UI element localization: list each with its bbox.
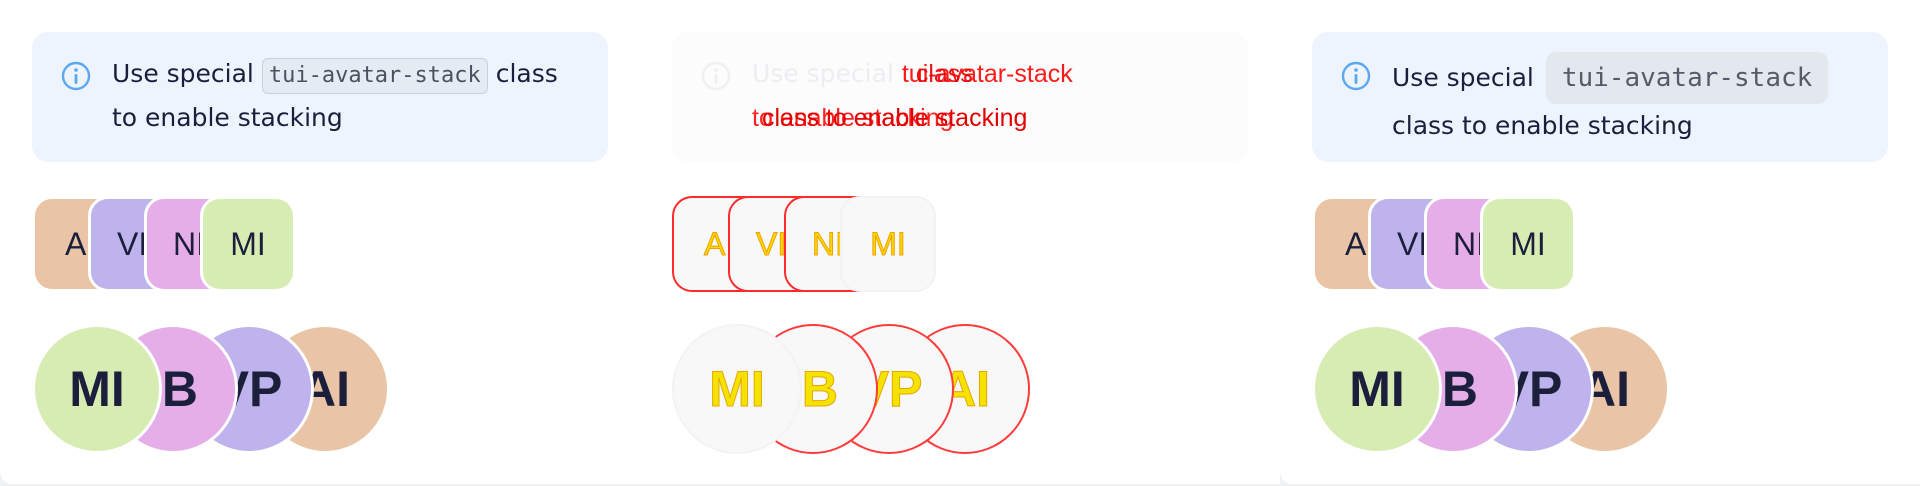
notice-prefix: Use special (1392, 63, 1534, 92)
notice-prefix: Use special (752, 59, 894, 88)
avatar: MI (32, 324, 162, 454)
avatar: MI (1480, 196, 1576, 292)
notice-line2: class to enable stacking (1392, 111, 1693, 140)
code-snippet: tui-avatar-stack (261, 58, 488, 94)
panel-expected: Use special tui-avatar-stack class to en… (0, 0, 640, 484)
info-circle-icon (701, 61, 731, 91)
notification-text: Use special tui-avatar-stack class to en… (752, 52, 1224, 140)
avatar: MI (200, 196, 296, 292)
diff-line2: to enable stacking class to enable stack… (752, 104, 1028, 132)
avatar: MI (672, 324, 802, 454)
notice-line2: to enable stacking (112, 103, 343, 132)
panel-diff: Use special tui-avatar-stack class to en… (640, 0, 1280, 484)
notification-text: Use special tui-avatar-stack class to en… (1392, 52, 1864, 148)
avatar: MI (1312, 324, 1442, 454)
info-circle-icon (61, 61, 91, 91)
panel-actual: Use special tui-avatar-stack class to en… (1280, 0, 1920, 484)
diff-code-snippet: tui-avatar-stack class (901, 60, 1073, 88)
notification: Use special tui-avatar-stack class to en… (1312, 32, 1888, 162)
notice-prefix: Use special (112, 59, 254, 88)
notification: Use special tui-avatar-stack class to en… (32, 32, 608, 162)
notification-text: Use special tui-avatar-stack class to en… (112, 52, 584, 140)
info-circle-icon (1341, 61, 1371, 91)
notification: Use special tui-avatar-stack class to en… (672, 32, 1248, 162)
notice-suffix: class (495, 59, 558, 88)
code-snippet: tui-avatar-stack (1545, 52, 1829, 104)
avatar: MI (840, 196, 936, 292)
